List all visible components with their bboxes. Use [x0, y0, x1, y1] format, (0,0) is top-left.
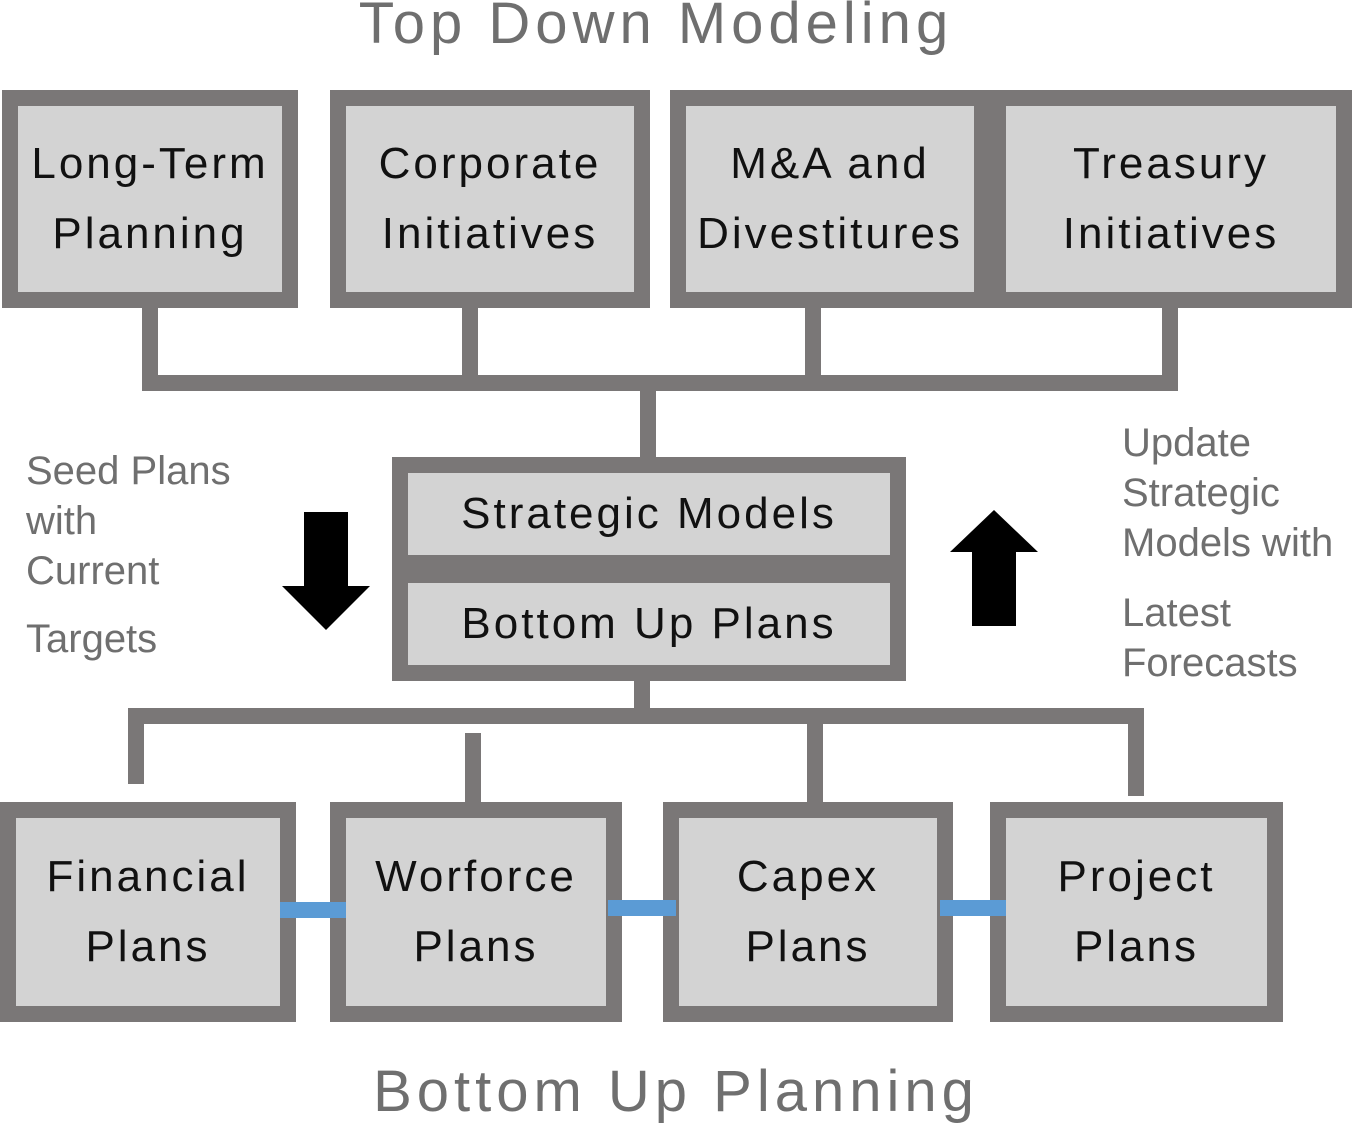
seed-plans-note: Seed Plans with Current Targets: [26, 446, 231, 664]
bottom-title: Bottom Up Planning: [373, 1059, 979, 1124]
connector: [142, 300, 158, 390]
box-label: Initiatives: [1062, 209, 1280, 258]
top-title: Top Down Modeling: [358, 0, 954, 56]
note-line: with: [26, 499, 98, 543]
box-label: Strategic Models: [461, 489, 837, 538]
box-label: Capex: [736, 852, 880, 901]
strategic-models-box: Strategic Models: [392, 457, 906, 571]
plan-link: [608, 900, 676, 916]
ma-divestitures-box: M&A and Divestitures: [670, 90, 990, 308]
box-label: Plans: [745, 922, 871, 971]
connector: [128, 708, 1144, 724]
note-line: Forecasts: [1122, 641, 1298, 685]
box-label: Plans: [413, 922, 539, 971]
project-plans-box: Project Plans: [990, 802, 1283, 1022]
box-label: Divestitures: [697, 209, 963, 258]
box-label: Long-Term: [31, 139, 269, 188]
box-label: Initiatives: [381, 209, 599, 258]
box-label: M&A and: [730, 139, 930, 188]
box-label: Financial: [46, 852, 250, 901]
note-line: Strategic: [1122, 471, 1280, 515]
note-line: Models with: [1122, 521, 1334, 565]
arrow-up-icon: [950, 510, 1038, 626]
corporate-initiatives-box: Corporate Initiatives: [330, 90, 650, 308]
connector: [640, 375, 656, 465]
plan-link: [940, 900, 1006, 916]
connector: [465, 733, 481, 808]
box-label: Bottom Up Plans: [461, 599, 837, 648]
box-label: Project: [1057, 852, 1216, 901]
plan-link: [280, 902, 346, 918]
treasury-initiatives-box: Treasury Initiatives: [990, 90, 1352, 308]
box-label: Treasury: [1073, 139, 1269, 188]
note-line: Seed Plans: [26, 449, 231, 493]
update-models-note: Update Strategic Models with Latest Fore…: [1122, 418, 1333, 688]
connector: [807, 708, 823, 808]
box-label: Planning: [52, 209, 248, 258]
workforce-plans-box: Worforce Plans: [330, 802, 622, 1022]
note-line: Update: [1122, 421, 1251, 465]
note-line: Targets: [26, 617, 158, 661]
bottom-up-plans-box: Bottom Up Plans: [392, 567, 906, 681]
connector: [1128, 708, 1144, 796]
note-line: Latest: [1122, 591, 1231, 635]
connector: [805, 300, 821, 390]
connector: [1162, 300, 1178, 390]
connector: [462, 300, 478, 390]
connector: [128, 708, 144, 784]
arrow-down-icon: [282, 512, 370, 630]
box-label: Plans: [1073, 922, 1200, 971]
box-label: Plans: [85, 922, 211, 971]
connector: [142, 375, 1178, 391]
box-label: Corporate: [378, 139, 602, 188]
financial-plans-box: Financial Plans: [0, 802, 296, 1022]
note-line: Current: [26, 549, 160, 593]
long-term-planning-box: Long-Term Planning: [2, 90, 298, 308]
capex-plans-box: Capex Plans: [663, 802, 953, 1022]
connector: [634, 676, 650, 716]
box-label: Worforce: [375, 852, 577, 901]
